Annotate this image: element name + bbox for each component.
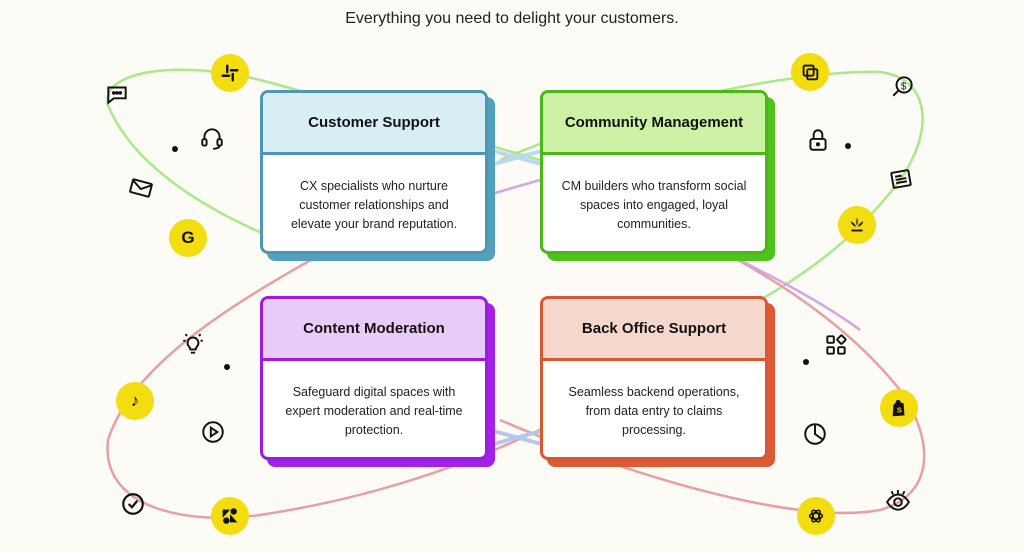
card-description: CM builders who transform social spaces …: [561, 179, 747, 231]
decorative-dot: [172, 146, 178, 152]
customer-support-card: Customer Support CX specialists who nurt…: [260, 90, 495, 261]
mail-icon: [127, 174, 155, 202]
headset-icon: [198, 124, 226, 152]
openai-icon: [797, 497, 835, 535]
pie-chart-icon: [801, 420, 829, 448]
copy-icon: [791, 53, 829, 91]
card-title: Customer Support: [263, 93, 485, 155]
splash-icon: [838, 206, 876, 244]
shopify-icon: S: [880, 389, 918, 427]
lock-icon: [804, 126, 832, 154]
card-description: Safeguard digital spaces with expert mod…: [285, 385, 463, 437]
eye-icon: [884, 487, 912, 515]
apps-icon: [822, 331, 850, 359]
lightbulb-icon: [179, 330, 207, 358]
check-circle-icon: [119, 490, 147, 518]
slack-icon: [211, 54, 249, 92]
card-title: Community Management: [543, 93, 765, 155]
newspaper-icon: [887, 165, 915, 193]
svg-text:S: S: [897, 406, 902, 415]
card-title: Back Office Support: [543, 299, 765, 361]
content-moderation-card: Content Moderation Safeguard digital spa…: [260, 296, 495, 467]
chat-bubble-icon: [103, 80, 131, 108]
google-icon: G: [169, 219, 207, 257]
decorative-dot: [845, 143, 851, 149]
card-description: Seamless backend operations, from data e…: [568, 385, 740, 437]
dollar-search-icon: $: [889, 72, 917, 100]
tiktok-icon: ♪: [116, 382, 154, 420]
card-title: Content Moderation: [263, 299, 485, 361]
decorative-dot: [224, 364, 230, 370]
play-icon: [199, 418, 227, 446]
community-management-card: Community Management CM builders who tra…: [540, 90, 775, 261]
back-office-support-card: Back Office Support Seamless backend ope…: [540, 296, 775, 467]
decorative-dot: [803, 359, 809, 365]
headline: Everything you need to delight your cust…: [345, 10, 679, 27]
svg-text:$: $: [901, 81, 907, 92]
zendesk-icon: [211, 497, 249, 535]
card-description: CX specialists who nurture customer rela…: [290, 179, 458, 231]
